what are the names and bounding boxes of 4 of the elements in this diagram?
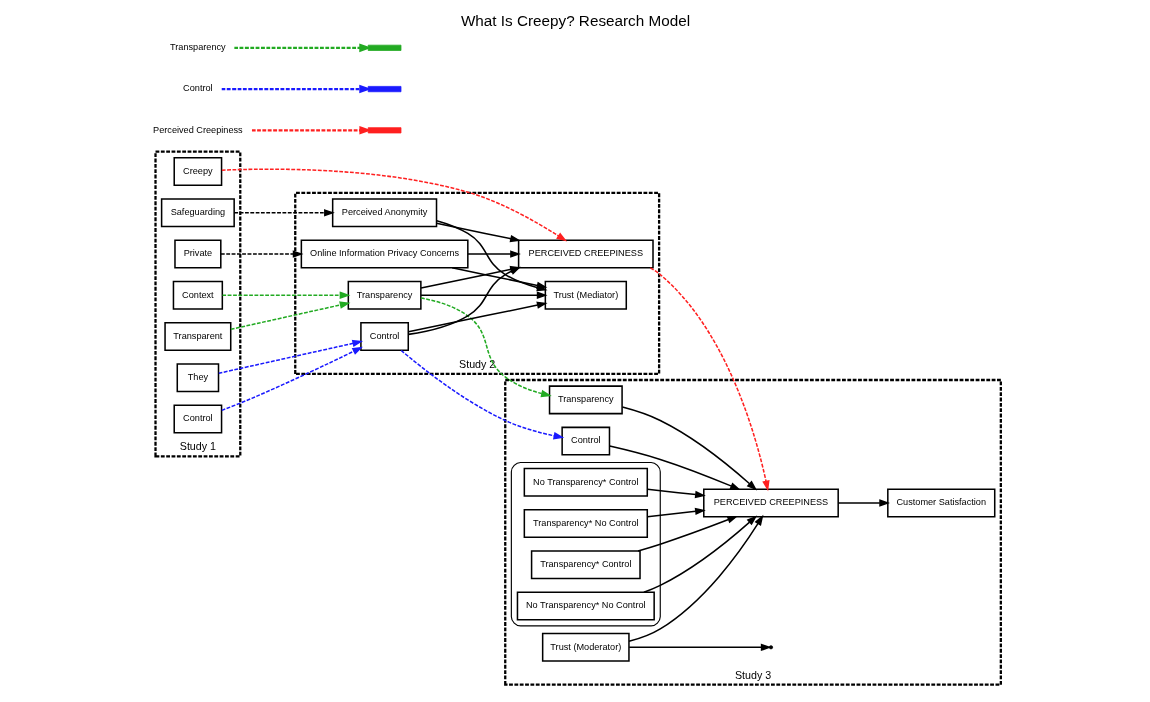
- legend-label: Perceived Creepiness: [152, 124, 243, 135]
- legend-label: Control: [182, 83, 213, 94]
- legend-label: Transparency: [169, 42, 226, 53]
- diagram-title: What Is Creepy? Research Model: [460, 12, 690, 30]
